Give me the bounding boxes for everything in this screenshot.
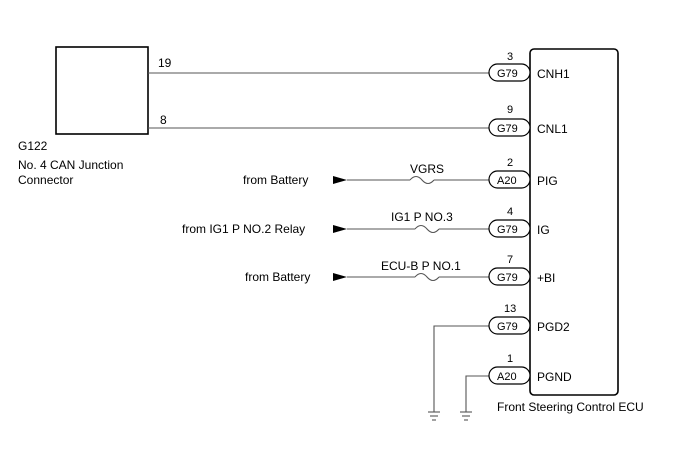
terminal-signal-pgnd: PGND: [537, 370, 572, 384]
junction-connector-box: [55, 46, 149, 135]
terminal-pin-bi: 7: [507, 254, 513, 266]
junction-pin-bottom: 8: [160, 113, 167, 127]
source-battery-1: from Battery: [243, 173, 308, 187]
junction-connector-id: G122: [18, 139, 48, 153]
source-ig1-relay: from IG1 P NO.2 Relay: [182, 222, 305, 236]
wire-pgd2: [433, 325, 489, 412]
fuse-vgrs-icon: [409, 175, 435, 185]
terminal-signal-pig: PIG: [537, 174, 558, 188]
terminal-signal-cnh1: CNH1: [537, 67, 570, 81]
ground-pgd2-icon: [428, 411, 440, 421]
arrow-battery-2-icon: [333, 273, 347, 281]
connector-oval-pgd2: [488, 316, 531, 335]
connector-oval-ig: [488, 219, 531, 238]
terminal-signal-bi: +BI: [537, 271, 555, 285]
junction-connector-name-line1: No. 4 CAN Junction: [18, 158, 123, 172]
terminal-connector-pgd2: G79: [497, 321, 518, 333]
terminal-signal-ig: IG: [537, 223, 550, 237]
source-battery-2: from Battery: [245, 270, 310, 284]
fuse-ecub-icon: [414, 272, 440, 282]
terminal-connector-cnl1: G79: [497, 123, 518, 135]
connector-oval-pgnd: [488, 366, 531, 385]
fuse-ecub-label: ECU-B P NO.1: [381, 259, 461, 273]
terminal-connector-pgnd: A20: [497, 371, 517, 383]
ground-pgnd-icon: [460, 411, 472, 421]
arrow-battery-1-icon: [333, 176, 347, 184]
terminal-pin-pgnd: 1: [507, 353, 513, 365]
terminal-connector-bi: G79: [497, 272, 518, 284]
terminal-pin-cnl1: 9: [507, 104, 513, 116]
ecu-box: [529, 48, 619, 396]
arrow-ig1-relay-icon: [333, 225, 347, 233]
junction-pin-top: 19: [158, 56, 172, 70]
connector-oval-cnl1: [488, 118, 531, 137]
fuse-vgrs-label: VGRS: [410, 162, 444, 176]
terminal-signal-cnl1: CNL1: [537, 122, 568, 136]
terminal-pin-cnh1: 3: [507, 51, 513, 63]
ecu-name: Front Steering Control ECU: [497, 400, 644, 414]
terminal-connector-ig: G79: [497, 224, 518, 236]
wire-pgnd: [465, 375, 489, 412]
terminal-pin-pig: 2: [507, 157, 513, 169]
terminal-pin-pgd2: 13: [504, 303, 516, 315]
fuse-ig1-icon: [414, 224, 440, 234]
junction-connector-name-line2: Connector: [18, 173, 73, 187]
terminal-signal-pgd2: PGD2: [537, 320, 570, 334]
connector-oval-bi: [488, 267, 531, 286]
terminal-connector-pig: A20: [497, 175, 517, 187]
fuse-ig1-label: IG1 P NO.3: [391, 210, 453, 224]
connector-oval-pig: [488, 170, 531, 189]
connector-oval-cnh1: [488, 63, 531, 82]
terminal-connector-cnh1: G79: [497, 68, 518, 80]
terminal-pin-ig: 4: [507, 206, 513, 218]
